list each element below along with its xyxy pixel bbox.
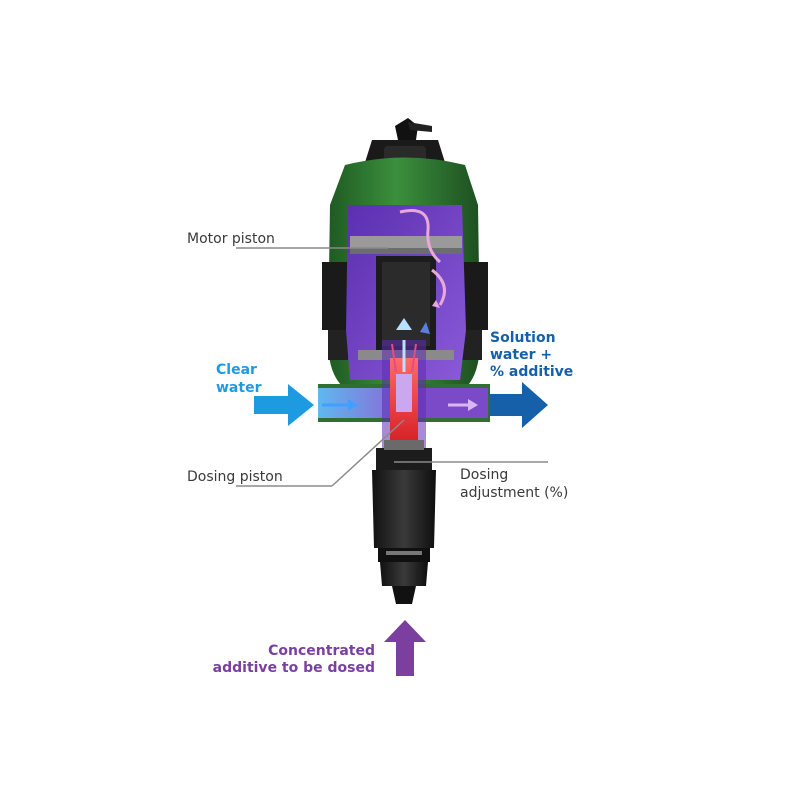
motor-piston-label: Motor piston: [187, 231, 275, 247]
dosing-adjustment-label-line1: Dosing: [460, 467, 509, 483]
solution-label-line1: Solution: [490, 330, 556, 346]
dosing-unit: [372, 440, 436, 604]
solution-label-line2: water +: [490, 347, 553, 363]
dosing-piston-label: Dosing piston: [187, 469, 283, 485]
clear-water-label-line1: Clear: [216, 362, 257, 378]
arrow-right-icon: [490, 382, 548, 428]
clear-water-label-line2: water: [216, 380, 262, 396]
arrow-up-icon: [384, 620, 426, 676]
dosing-adjustment-label-line2: adjustment (%): [460, 485, 569, 501]
dosing-piston-body: [382, 318, 430, 450]
solution-label-line3: % additive: [490, 364, 574, 380]
concentrated-label-line2: additive to be dosed: [212, 660, 375, 676]
leader-lines: [236, 247, 548, 487]
concentrated-label-line1: Concentrated: [268, 643, 375, 659]
arrow-right-icon: [254, 384, 314, 426]
